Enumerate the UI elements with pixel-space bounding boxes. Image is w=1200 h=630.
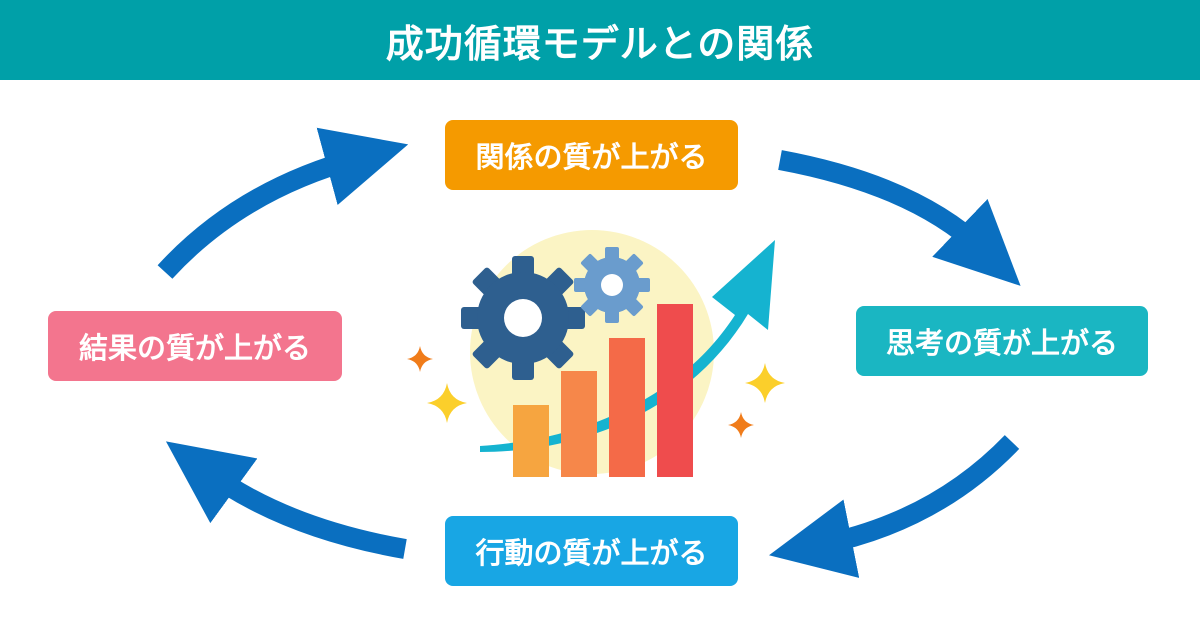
arrow-result-to-relationship (157, 127, 409, 279)
stage-relationship-label: 関係の質が上がる (475, 140, 708, 174)
arrow-relationship-to-thinking (778, 150, 1021, 286)
stage-thinking: 思考の質が上がる (856, 306, 1148, 376)
gear-small-icon (574, 247, 650, 323)
stage-thinking-label: 思考の質が上がる (885, 326, 1118, 360)
stage-relationship: 関係の質が上がる (445, 120, 738, 190)
stage-result-label: 結果の質が上がる (78, 331, 311, 365)
header-bar: 成功循環モデルとの関係 (0, 0, 1200, 80)
growth-illustration (407, 230, 785, 477)
sparkle-icon (745, 363, 785, 403)
page-title: 成功循環モデルとの関係 (385, 21, 815, 66)
stage-action: 行動の質が上がる (445, 516, 738, 586)
gear-large-icon (461, 256, 585, 380)
bar-2 (561, 371, 597, 477)
sparkle-icon (427, 383, 467, 423)
bar-4 (657, 304, 693, 477)
arrow-action-to-result (165, 441, 407, 559)
bar-3 (609, 338, 645, 477)
stage-result: 結果の質が上がる (48, 311, 342, 381)
bar-chart-icon (513, 304, 693, 477)
stage-action-label: 行動の質が上がる (475, 536, 708, 570)
sparkle-icon (407, 346, 433, 372)
bar-1 (513, 405, 549, 477)
arrow-thinking-to-action (769, 435, 1020, 578)
sparkle-icon (728, 412, 754, 438)
